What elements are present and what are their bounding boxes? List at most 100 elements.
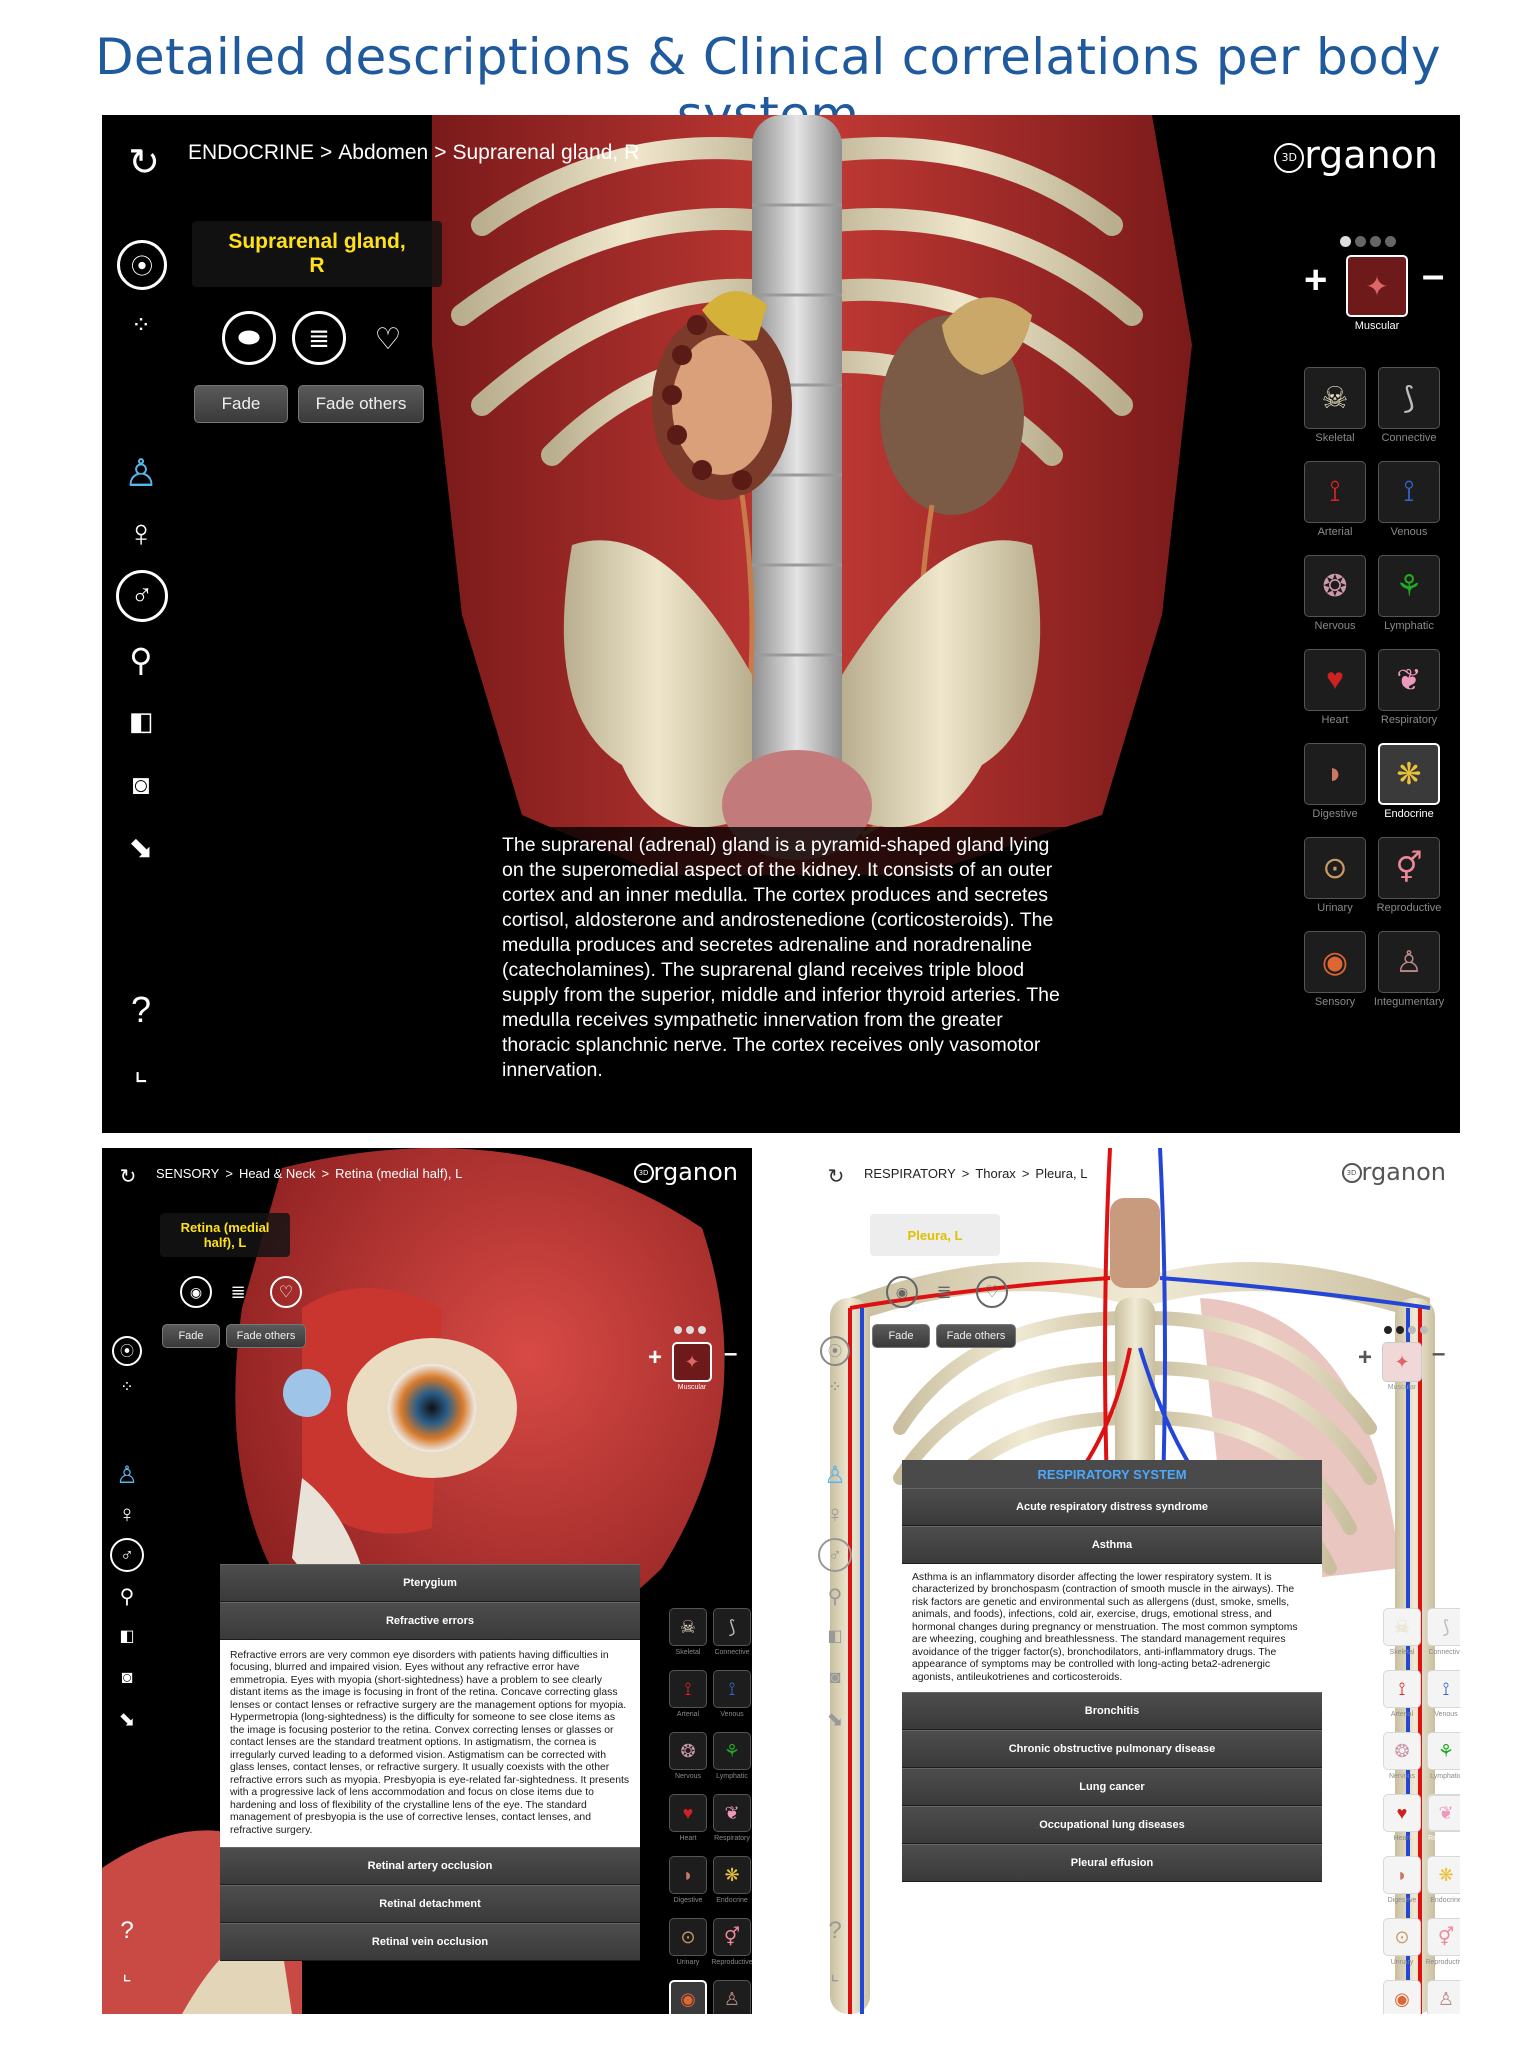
condition-item[interactable]: Refractive errors	[220, 1602, 640, 1640]
system-nervous[interactable]: ❂Nervous	[1380, 1732, 1424, 1780]
camera-icon[interactable]: ◙	[829, 1666, 841, 1687]
condition-item[interactable]: Lung cancer	[902, 1768, 1322, 1807]
add-system-button[interactable]: +	[1304, 258, 1328, 302]
system-heart[interactable]: ♥Heart	[1380, 1794, 1424, 1842]
female-icon[interactable]: ♀	[826, 1501, 844, 1528]
system-lymphatic[interactable]: ⚘Lymphatic	[1372, 555, 1446, 632]
system-digestive[interactable]: ◗Digestive	[1380, 1856, 1424, 1904]
view-icon[interactable]: ◉	[180, 1276, 212, 1308]
toggle-icon[interactable]: ◧	[827, 1628, 843, 1645]
view-icon[interactable]: ◉	[886, 1276, 918, 1308]
system-urinary[interactable]: ⊙Urinary	[1380, 1918, 1424, 1966]
system-reproductive[interactable]: ⚥Reproductive	[710, 1918, 752, 1966]
layers-icon[interactable]: ⦿	[117, 240, 167, 290]
condition-item[interactable]: Acute respiratory distress syndrome	[902, 1488, 1322, 1526]
document-icon[interactable]: ≣	[292, 311, 346, 365]
fade-others-button[interactable]: Fade others	[936, 1324, 1016, 1348]
system-heart[interactable]: ♥Heart	[1298, 649, 1372, 726]
toggle-icon[interactable]: ◧	[128, 705, 154, 736]
anatomy-detail-icon[interactable]: ♡	[976, 1276, 1008, 1308]
system-reproductive[interactable]: ⚥Reproductive	[1424, 1918, 1460, 1966]
system-venous[interactable]: ⟟Venous	[1424, 1670, 1460, 1718]
system-connective[interactable]: ⟆Connective	[710, 1608, 752, 1656]
search-icon[interactable]: ⚲	[129, 642, 153, 678]
system-respiratory[interactable]: ❦Respiratory	[1424, 1794, 1460, 1842]
breadcrumb-region[interactable]: Head & Neck	[238, 1166, 316, 1181]
fullscreen-icon[interactable]: ⌞	[122, 1962, 132, 1985]
export-icon[interactable]: ⬊	[118, 1708, 136, 1731]
condition-item[interactable]: Pleural effusion	[902, 1844, 1322, 1883]
help-icon[interactable]: ?	[120, 1917, 134, 1944]
system-venous[interactable]: ⟟Venous	[710, 1670, 752, 1718]
condition-item[interactable]: Retinal vein occlusion	[220, 1923, 640, 1962]
document-icon[interactable]: ≣	[230, 1281, 246, 1302]
anatomy-detail-icon[interactable]: ♡	[374, 322, 402, 356]
male-icon[interactable]: ♂	[818, 1538, 852, 1572]
male-icon[interactable]: ♂	[116, 570, 168, 622]
system-sensory[interactable]: ◉Sensory	[1380, 1980, 1424, 2014]
system-skeletal[interactable]: ☠Skeletal	[666, 1608, 710, 1656]
system-sensory[interactable]: ◉Sensory	[1298, 931, 1372, 1008]
system-sensory[interactable]: ◉Sensory	[666, 1980, 710, 2014]
remove-system-button[interactable]: –	[1422, 253, 1445, 297]
add-system-button[interactable]: +	[648, 1344, 663, 1371]
dots-icon[interactable]: ⁘	[120, 1379, 134, 1396]
system-digestive[interactable]: ◗Digestive	[666, 1856, 710, 1904]
condition-item[interactable]: Retinal detachment	[220, 1885, 640, 1924]
remove-system-button[interactable]: –	[1432, 1340, 1446, 1367]
breadcrumb-region[interactable]: Thorax	[975, 1166, 1016, 1181]
system-endocrine[interactable]: ❋Endocrine	[1372, 743, 1446, 820]
refresh-icon[interactable]: ↻	[119, 1165, 137, 1188]
help-icon[interactable]: ?	[828, 1917, 842, 1944]
condition-item[interactable]: Bronchitis	[902, 1692, 1322, 1731]
condition-item[interactable]: Chronic obstructive pulmonary disease	[902, 1730, 1322, 1769]
system-nervous[interactable]: ❂Nervous	[1298, 555, 1372, 632]
toggle-icon[interactable]: ◧	[119, 1628, 135, 1645]
current-system[interactable]: ✦ Muscular	[670, 1342, 714, 1391]
system-lymphatic[interactable]: ⚘Lymphatic	[1424, 1732, 1460, 1780]
body-icon[interactable]: ♙	[824, 1461, 846, 1489]
add-system-button[interactable]: +	[1358, 1344, 1373, 1371]
system-endocrine[interactable]: ❋Endocrine	[1424, 1856, 1460, 1904]
system-connective[interactable]: ⟆Connective	[1424, 1608, 1460, 1656]
body-icon[interactable]: ♙	[116, 1461, 138, 1489]
female-icon[interactable]: ♀	[118, 1501, 136, 1528]
system-connective[interactable]: ⟆Connective	[1372, 367, 1446, 444]
fade-button[interactable]: Fade	[162, 1324, 220, 1348]
system-arterial[interactable]: ⟟Arterial	[1298, 461, 1372, 538]
system-endocrine[interactable]: ❋Endocrine	[710, 1856, 752, 1904]
male-icon[interactable]: ♂	[110, 1538, 144, 1572]
export-icon[interactable]: ⬊	[128, 831, 154, 865]
condition-item[interactable]: Pterygium	[220, 1564, 640, 1602]
search-icon[interactable]: ⚲	[119, 1585, 135, 1608]
document-icon[interactable]: ≣	[936, 1281, 952, 1302]
camera-icon[interactable]: ◙	[121, 1666, 133, 1687]
condition-item[interactable]: Asthma	[902, 1526, 1322, 1564]
breadcrumb-system[interactable]: ENDOCRINE	[188, 141, 315, 164]
system-lymphatic[interactable]: ⚘Lymphatic	[710, 1732, 752, 1780]
system-integumentary[interactable]: ♙Integumentary	[1424, 1980, 1460, 2014]
refresh-icon[interactable]: ↻	[128, 141, 160, 184]
fade-button[interactable]: Fade	[194, 385, 288, 423]
system-digestive[interactable]: ◗Digestive	[1298, 743, 1372, 820]
system-integumentary[interactable]: ♙Integumentary	[1372, 931, 1446, 1008]
dots-icon[interactable]: ⁘	[828, 1379, 842, 1396]
body-icon[interactable]: ♙	[123, 452, 159, 495]
system-urinary[interactable]: ⊙Urinary	[1298, 837, 1372, 914]
export-icon[interactable]: ⬊	[826, 1708, 844, 1731]
breadcrumb-region[interactable]: Abdomen	[338, 141, 429, 164]
fade-others-button[interactable]: Fade others	[226, 1324, 306, 1348]
system-skeletal[interactable]: ☠Skeletal	[1298, 367, 1372, 444]
camera-icon[interactable]: ◙	[132, 769, 150, 800]
anatomy-detail-icon[interactable]: ♡	[270, 1276, 302, 1308]
system-heart[interactable]: ♥Heart	[666, 1794, 710, 1842]
search-icon[interactable]: ⚲	[827, 1585, 843, 1608]
refresh-icon[interactable]: ↻	[827, 1165, 845, 1188]
female-icon[interactable]: ♀	[126, 512, 156, 555]
fade-button[interactable]: Fade	[872, 1324, 930, 1348]
fullscreen-icon[interactable]: ⌞	[830, 1962, 840, 1985]
condition-item[interactable]: Occupational lung diseases	[902, 1806, 1322, 1845]
system-arterial[interactable]: ⟟Arterial	[1380, 1670, 1424, 1718]
system-nervous[interactable]: ❂Nervous	[666, 1732, 710, 1780]
view-icon[interactable]: ⬬	[222, 311, 276, 365]
